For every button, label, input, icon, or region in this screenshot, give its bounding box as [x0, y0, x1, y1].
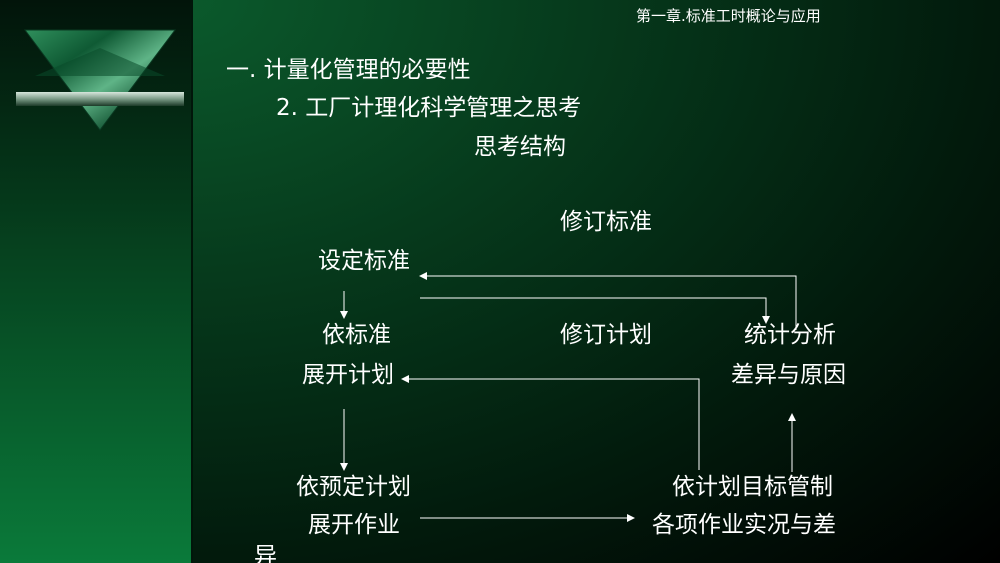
- node-develop-work: 展开作业: [308, 512, 400, 538]
- node-by-standard: 依标准: [322, 322, 391, 348]
- node-by-scheduled-plan: 依预定计划: [296, 474, 411, 500]
- arrow-set-standard-to-analysis: [420, 297, 770, 324]
- node-variance-continued: 异: [254, 543, 277, 563]
- structure-subtitle: 思考结构: [474, 134, 566, 160]
- node-statistical-analysis: 统计分析: [744, 322, 836, 348]
- node-revise-plan: 修订计划: [560, 322, 652, 348]
- node-variance-and-cause: 差异与原因: [731, 362, 846, 388]
- node-set-standard: 设定标准: [318, 248, 410, 274]
- arrow-control-to-develop-plan: [401, 375, 700, 470]
- node-by-plan-target-control: 依计划目标管制: [672, 474, 833, 500]
- node-revise-standard: 修订标准: [560, 209, 652, 235]
- marble-triangle-logo: [16, 29, 184, 131]
- node-work-status-and-variance: 各项作业实况与差: [652, 512, 836, 538]
- section-heading: 一. 计量化管理的必要性: [226, 57, 471, 83]
- node-develop-plan: 展开计划: [302, 362, 394, 388]
- subsection-heading: 2. 工厂计理化科学管理之思考: [276, 95, 582, 121]
- sidebar-divider: [191, 0, 193, 563]
- arrow-analysis-to-set-standard: [419, 272, 797, 330]
- chapter-title: 第一章.标准工时概论与应用: [636, 7, 821, 25]
